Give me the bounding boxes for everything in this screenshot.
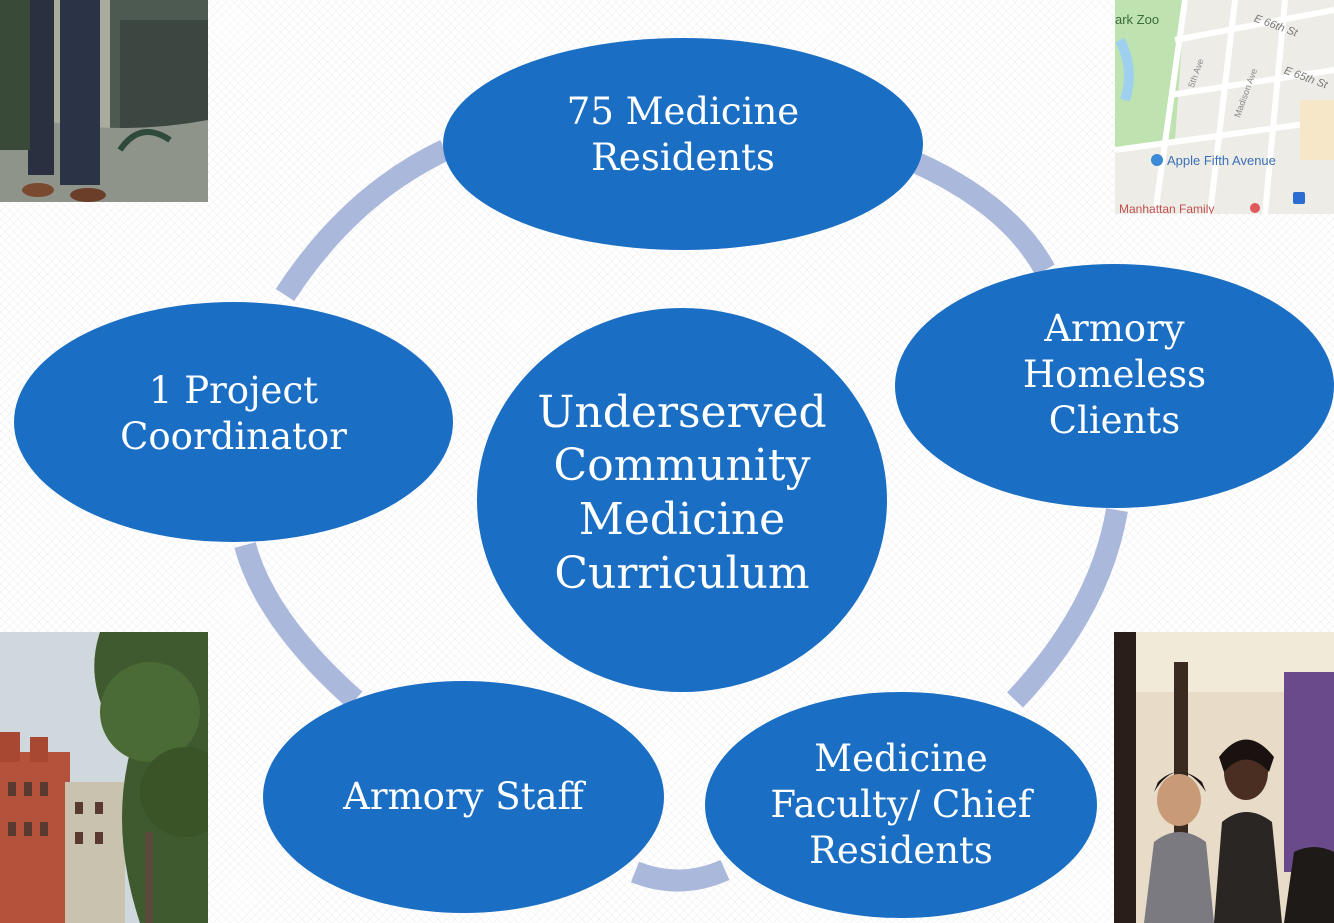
node-bottom-left: Armory Staff (263, 681, 664, 913)
node-center: Underserved Community Medicine Curriculu… (477, 308, 887, 692)
node-bottom-right-label: Medicine Faculty/ Chief Residents (770, 736, 1032, 873)
people-photo-graphic (1114, 632, 1334, 923)
photo-armory-building (0, 632, 208, 923)
node-left: 1 Project Coordinator (14, 302, 453, 542)
map-label-apple: Apple Fifth Avenue (1167, 153, 1276, 168)
node-center-label: Underserved Community Medicine Curriculu… (537, 386, 827, 599)
arc-top-right (910, 151, 1055, 276)
photo-map: ark Zoo E 66th St E 65th St 5th Ave Madi… (1115, 0, 1334, 214)
person-photo-graphic (0, 0, 208, 202)
node-left-label: 1 Project Coordinator (120, 368, 347, 458)
arc-right-bottomright (1007, 508, 1128, 708)
node-bottom-left-label: Armory Staff (343, 774, 584, 818)
arc-left-top (275, 140, 450, 301)
map-graphic (1115, 0, 1334, 214)
arc-bottomright-bottomleft (630, 859, 730, 892)
building-photo-graphic (0, 632, 208, 923)
map-label-manhattan: Manhattan Family (1119, 202, 1215, 214)
node-bottom-right: Medicine Faculty/ Chief Residents (705, 692, 1097, 918)
map-label-zoo: ark Zoo (1115, 12, 1160, 27)
node-top-label: 75 Medicine Residents (566, 89, 800, 179)
photo-person-topleft (0, 0, 208, 202)
node-top: 75 Medicine Residents (443, 38, 923, 250)
photo-people-group (1114, 632, 1334, 923)
arc-bottomleft-left (234, 541, 363, 709)
node-right: Armory Homeless Clients (895, 264, 1334, 508)
node-right-label: Armory Homeless Clients (1022, 306, 1207, 443)
